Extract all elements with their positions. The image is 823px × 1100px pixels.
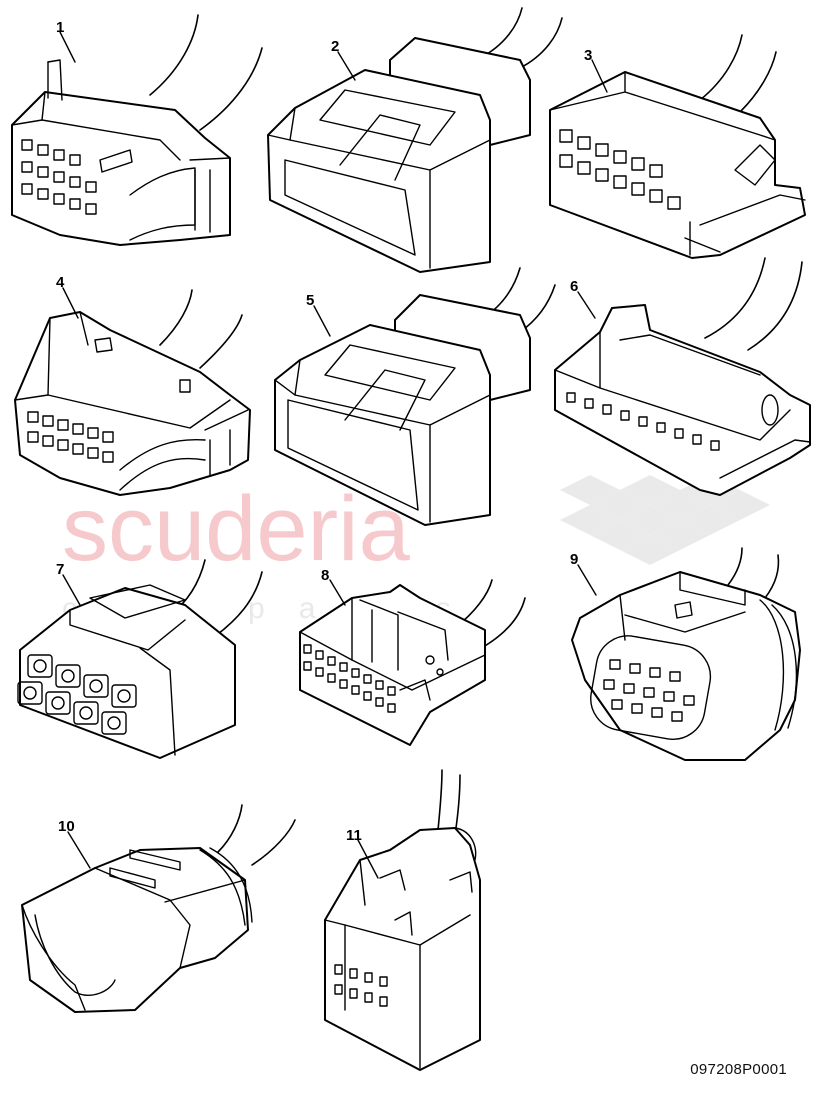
connector-4: 4	[14, 274, 251, 496]
label-2: 2	[331, 38, 339, 55]
reference-code: 097208P0001	[690, 1061, 787, 1078]
connector-8: 8	[299, 567, 526, 746]
label-9: 9	[570, 551, 578, 568]
connector-6: 6	[554, 257, 811, 496]
connector-3: 3	[549, 34, 806, 259]
label-4: 4	[56, 274, 65, 291]
label-3: 3	[584, 47, 592, 64]
label-7: 7	[56, 561, 64, 578]
connector-5: 5	[274, 267, 556, 526]
label-5: 5	[306, 292, 314, 309]
label-1: 1	[56, 19, 64, 36]
watermark-checker	[560, 475, 770, 565]
connector-10: 10	[21, 804, 296, 1013]
label-11: 11	[346, 827, 362, 844]
label-8: 8	[321, 567, 329, 584]
label-10: 10	[58, 818, 75, 835]
connector-11: 11	[324, 769, 481, 1071]
label-6: 6	[570, 278, 578, 295]
connector-1: 1	[11, 14, 263, 246]
connector-2: 2	[267, 7, 563, 273]
connector-7: 7	[17, 559, 263, 759]
connector-9: 9	[570, 547, 801, 761]
